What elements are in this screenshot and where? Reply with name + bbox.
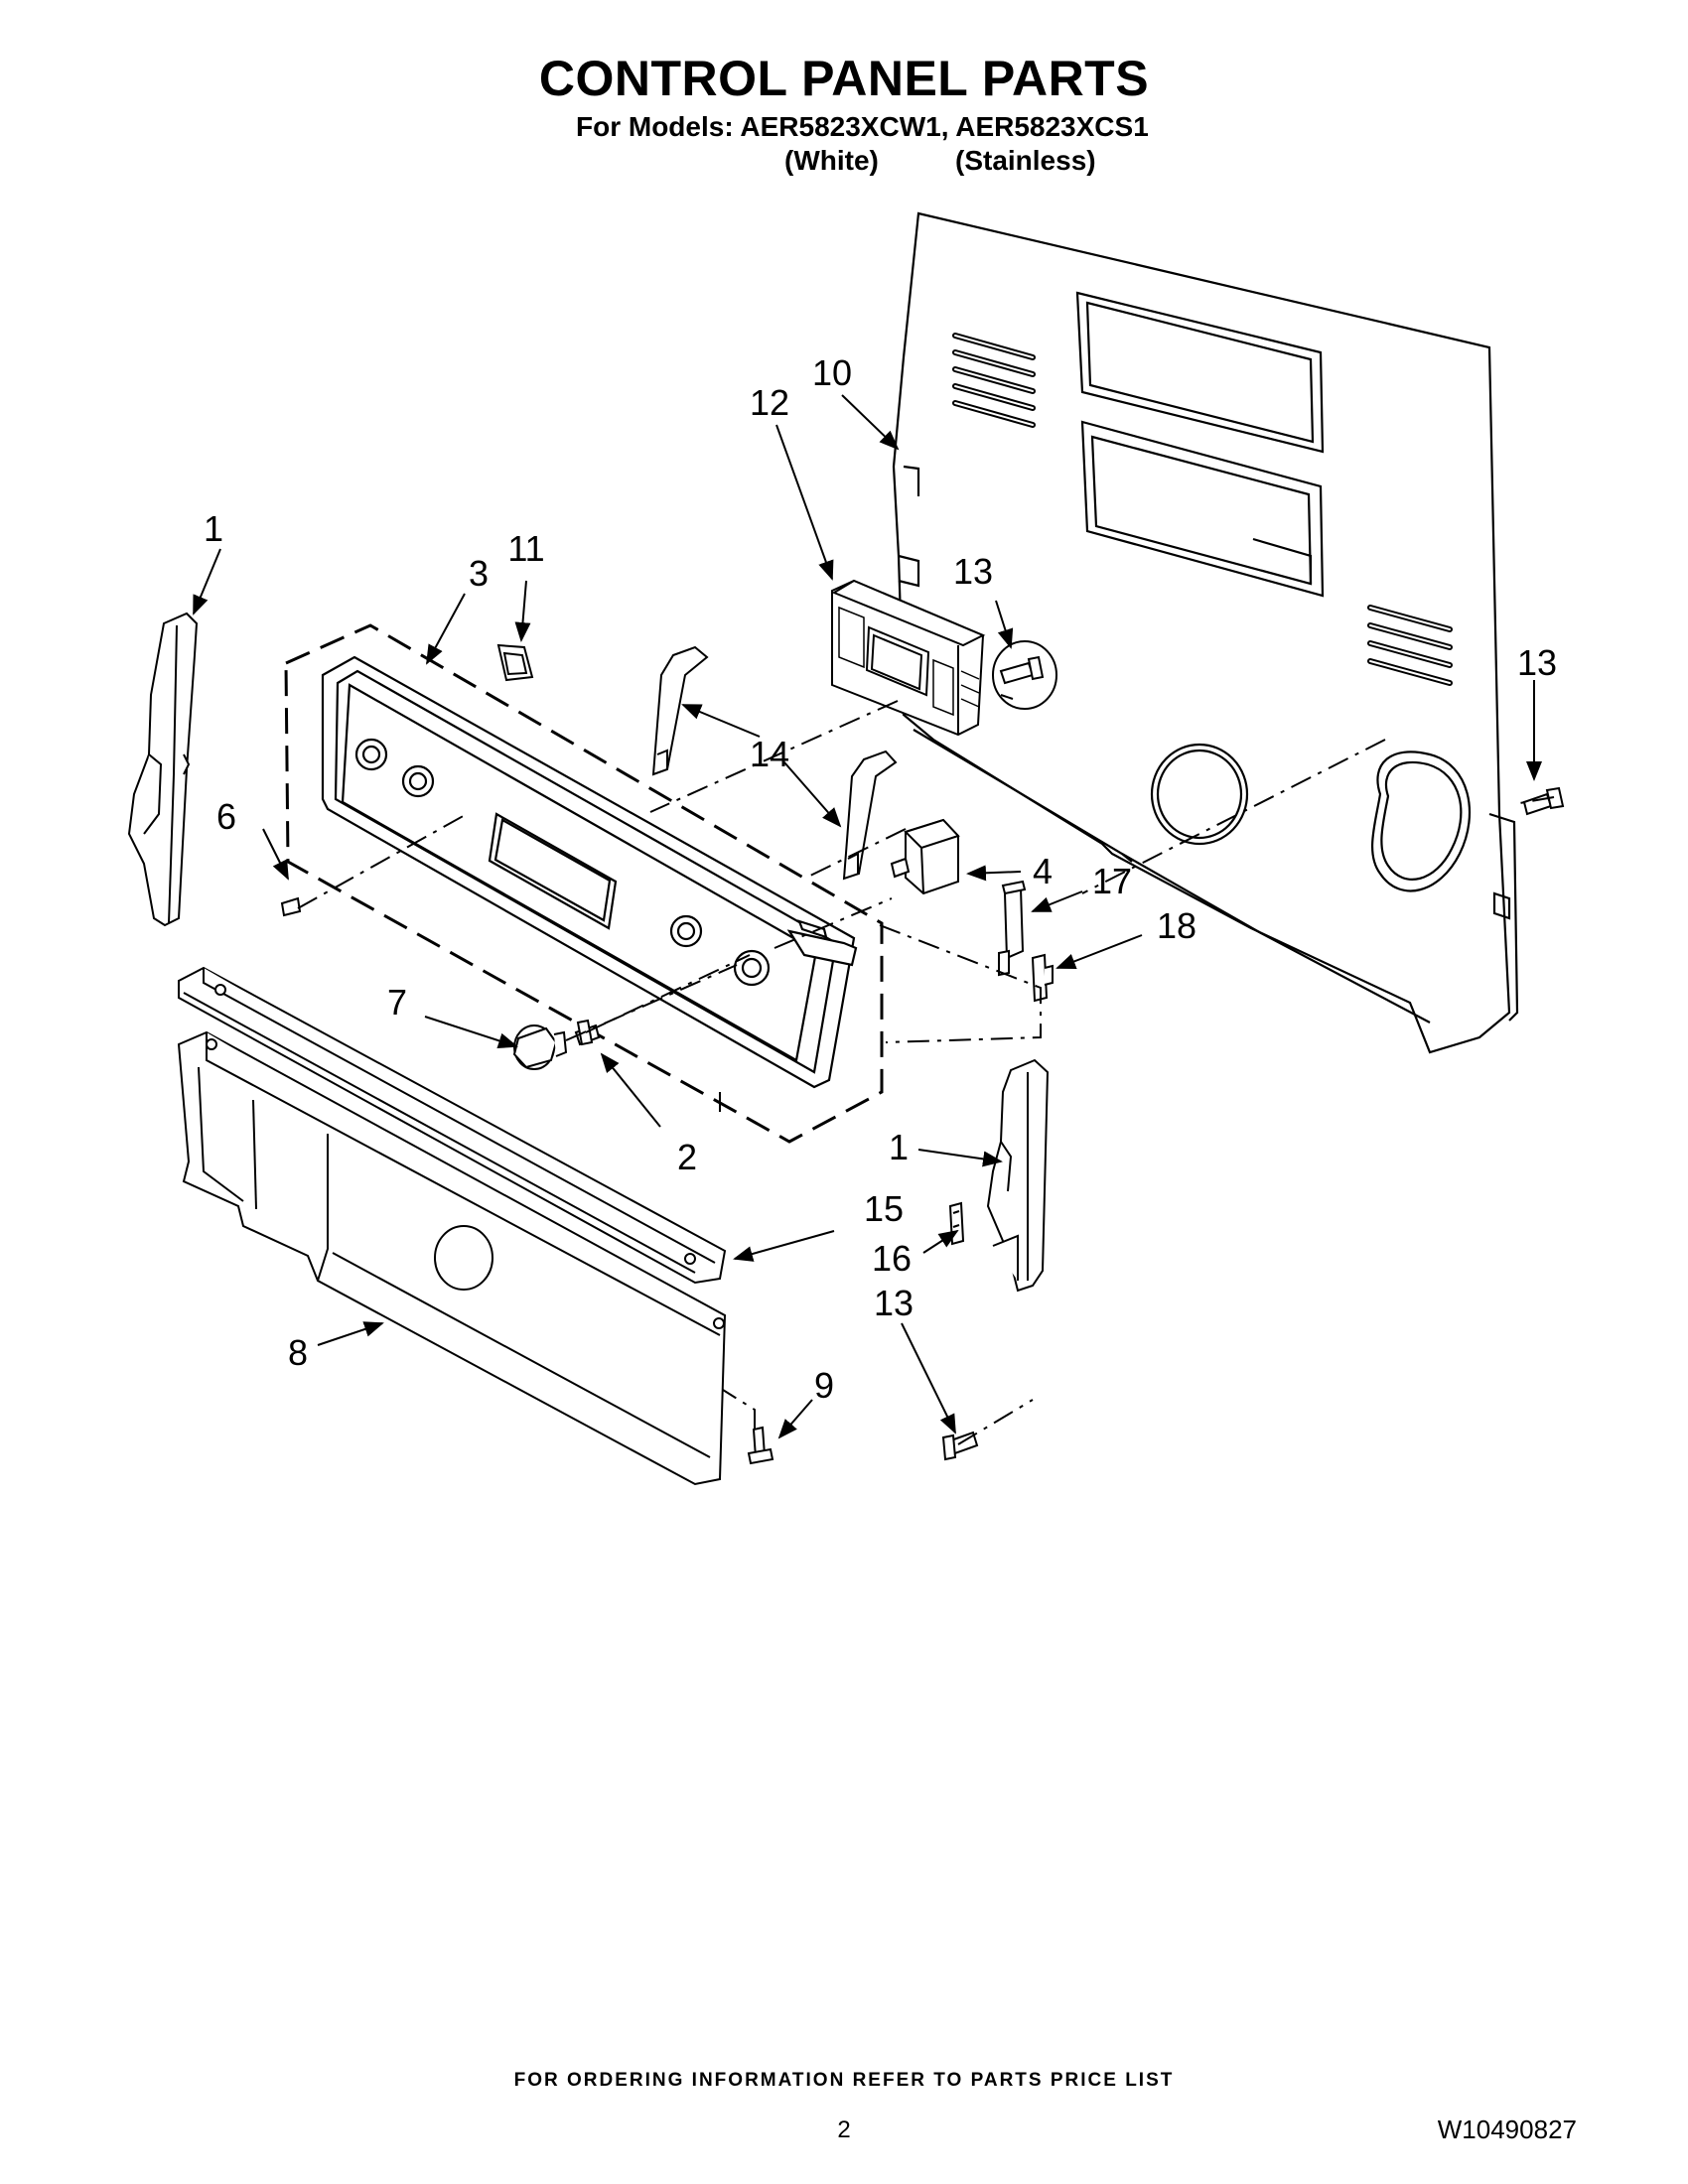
- callout-10: 10: [812, 352, 852, 393]
- callout-3: 3: [469, 553, 489, 594]
- trim-strip-15: [178, 966, 727, 1285]
- callout-arrows: [193, 394, 1542, 1439]
- page-number: 2: [837, 2116, 851, 2143]
- variant-white: (White): [784, 145, 879, 176]
- clip-11: [496, 643, 534, 682]
- callout-1-left: 1: [204, 508, 223, 549]
- rear-panel: [892, 211, 1519, 1054]
- control-board: [831, 579, 986, 737]
- screw-13-right: [1522, 786, 1565, 816]
- callout-4: 4: [1033, 851, 1053, 891]
- alignment-lines: [297, 694, 1555, 1445]
- callout-16: 16: [872, 1238, 912, 1279]
- callout-7: 7: [387, 982, 407, 1023]
- callout-13-upper: 13: [953, 551, 993, 592]
- terminal-18: [1031, 953, 1054, 1003]
- callout-9: 9: [814, 1365, 834, 1406]
- callout-6: 6: [216, 796, 236, 837]
- callout-13-lower: 13: [874, 1283, 914, 1323]
- callout-1-right: 1: [889, 1127, 909, 1167]
- callout-2: 2: [677, 1137, 697, 1177]
- backguard-8: [177, 1030, 727, 1486]
- variant-stainless: (Stainless): [955, 145, 1096, 176]
- bracket-14-upper: [651, 645, 709, 776]
- callout-17: 17: [1092, 861, 1132, 901]
- bracket-14-lower: [842, 750, 898, 881]
- screw-9: [747, 1426, 774, 1465]
- knob-7: [512, 1024, 568, 1070]
- callout-11: 11: [507, 528, 544, 569]
- end-cap-right: [986, 1058, 1050, 1293]
- callout-8: 8: [288, 1332, 308, 1373]
- ordering-note: FOR ORDERING INFORMATION REFER TO PARTS …: [513, 2070, 1175, 2091]
- clip-16: [948, 1201, 965, 1246]
- page-title: CONTROL PANEL PARTS: [538, 51, 1150, 106]
- callout-15: 15: [864, 1188, 904, 1229]
- screw-6: [280, 896, 302, 917]
- screw-13-upper: [992, 640, 1057, 710]
- switch-17: [998, 880, 1027, 977]
- console-panel: [321, 655, 858, 1089]
- callout-14: 14: [750, 734, 789, 774]
- document-number: W10490827: [1437, 2115, 1577, 2144]
- callout-12: 12: [750, 382, 789, 423]
- models-line: For Models: AER5823XCW1, AER5823XCS1: [576, 111, 1149, 142]
- callout-13-right: 13: [1517, 642, 1557, 683]
- callout-18: 18: [1157, 905, 1196, 946]
- end-cap-left: [127, 612, 199, 927]
- switch-4: [890, 818, 960, 895]
